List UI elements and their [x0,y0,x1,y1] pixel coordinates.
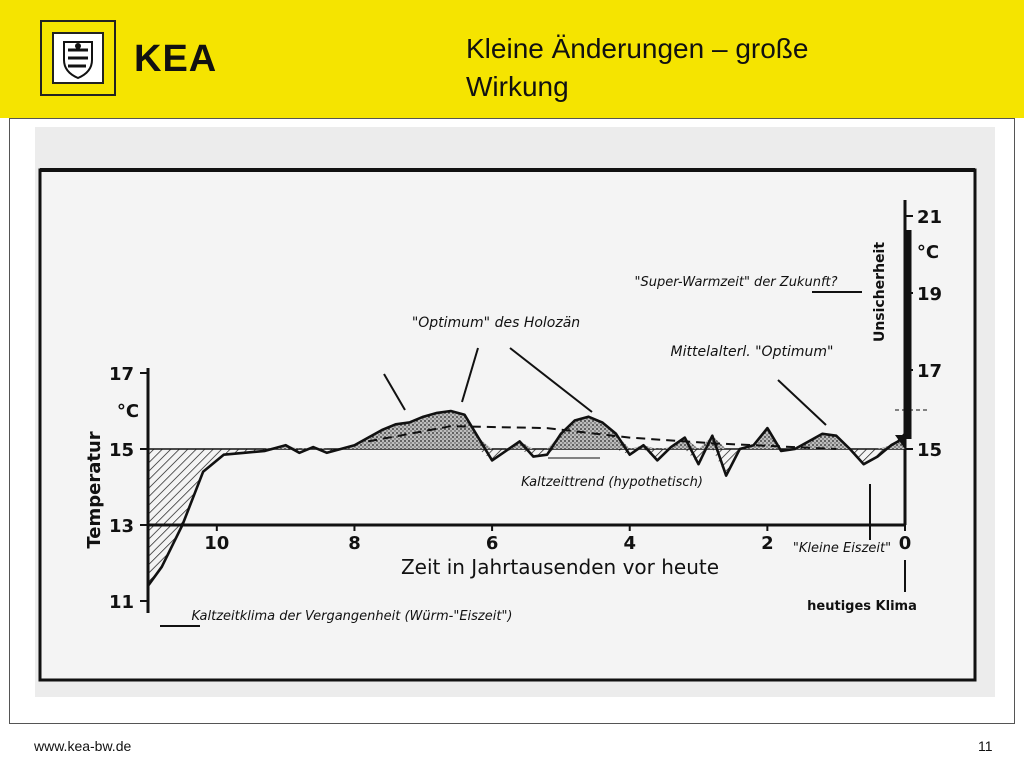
x-tick-label: 10 [204,533,229,554]
page-number: 11 [978,738,993,754]
temperature-line [146,409,906,587]
annotation-text-kaltzeitklima: Kaltzeitklima der Vergangenheit (Würm-"E… [191,609,512,624]
annotation-text-kleine-eiszeit: "Kleine Eiszeit" [793,541,891,556]
slide-header: KEA Kleine Änderungen – große Wirkung [0,0,1024,118]
x-axis-label: Zeit in Jahrtausenden vor heute [401,555,719,579]
y-tick-label-left: 15 [109,440,134,461]
slide-title-line-2: Wirkung [466,71,569,102]
x-tick-label: 2 [761,533,774,554]
annotation-text-optimum-holozaen: "Optimum" des Holozän [412,315,580,331]
annotation-heutiges-klima: heutiges Klima [807,560,917,614]
annotation-optimum-holozaen: "Optimum" des Holozän [383,315,593,413]
slide-title: Kleine Änderungen – große Wirkung [466,30,986,106]
left-unit-label: °C [117,401,139,422]
y-tick-label-left: 11 [109,592,134,613]
annotation-super-warmzeit: "Super-Warmzeit" der Zukunft? [634,275,862,293]
y-tick-label-right: 15 [917,440,942,461]
x-tick-label: 4 [623,533,636,554]
y-tick-label-right: 19 [917,284,942,305]
future-warming-wedge [895,435,905,449]
y-tick-label-right: 17 [917,361,942,382]
y-tick-label-right: 21 [917,207,942,228]
kaltzeittrend-dashed-line [368,425,837,450]
footer-url: www.kea-bw.de [34,738,132,754]
coat-of-arms-icon [52,32,104,84]
x-tick-label: 6 [486,533,499,554]
warm-period-fill [148,411,905,449]
y-axis-label: Temperatur [84,431,105,548]
annotation-kleine-eiszeit: "Kleine Eiszeit" [793,484,891,556]
annotation-mittelalter: Mittelalterl. "Optimum" [671,344,834,426]
annotation-kaltzeitklima: Kaltzeitklima der Vergangenheit (Würm-"E… [160,609,513,627]
x-tick-label: 0 [899,533,912,554]
annotation-kaltzeittrend: Kaltzeittrend (hypothetisch) [521,457,703,490]
annotation-text-mittelalter: Mittelalterl. "Optimum" [671,344,834,360]
chart-panel [38,168,977,682]
annotation-text-heutiges-klima: heutiges Klima [807,599,917,614]
annotation-text-kaltzeittrend: Kaltzeittrend (hypothetisch) [521,475,703,490]
kea-logo: KEA [134,38,218,80]
logo-frame [40,20,116,96]
y-tick-label-left: 13 [109,516,134,537]
uncertainty-label: Unsicherheit [872,242,888,342]
right-unit-label: °C [917,242,939,263]
y-tick-label-left: 17 [109,364,134,385]
slide-title-line-1: Kleine Änderungen – große [466,33,809,64]
x-tick-label: 8 [348,533,361,554]
annotation-text-super-warmzeit: "Super-Warmzeit" der Zukunft? [634,275,837,290]
